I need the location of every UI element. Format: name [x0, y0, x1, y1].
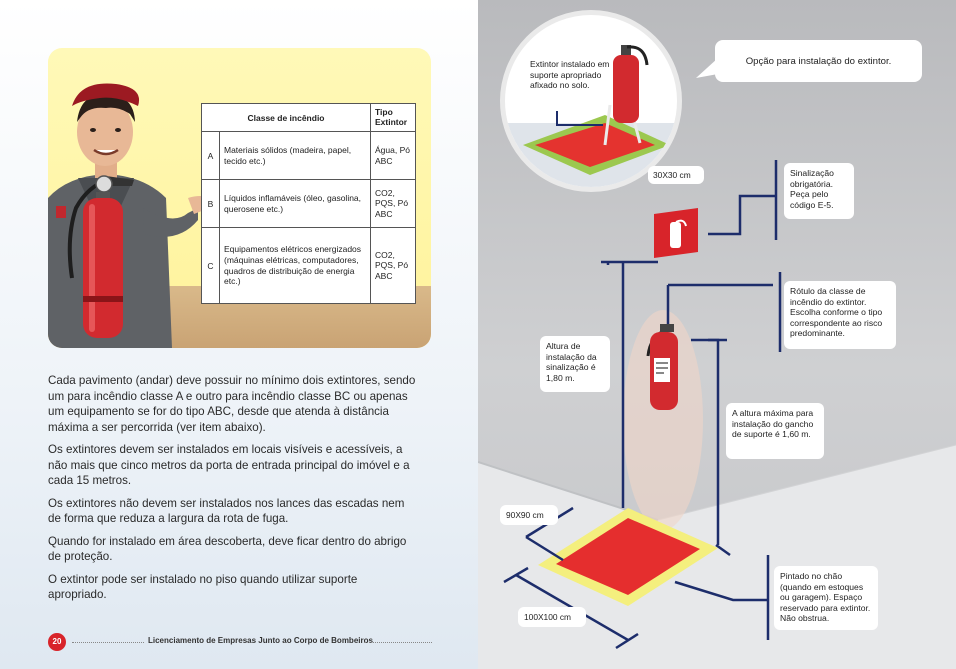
sign-required-note: Sinalização obrigatória. Peça pelo códig…: [784, 163, 854, 219]
header-extinguisher-type: Tipo Extintor: [370, 103, 416, 132]
fire-extinguisher-icon: [67, 175, 134, 338]
paragraph: Quando for instalado em área descoberta,…: [48, 534, 407, 564]
circle-label: Extintor instalado em suporte apropriado…: [530, 59, 610, 90]
floor-stand-illustration: [523, 45, 670, 175]
hook-height-note: A altura máxima para instalação do ganch…: [726, 403, 824, 459]
paragraph: Os extintores não devem ser instalados n…: [48, 496, 405, 526]
right-page: Extintor instalado em suporte apropriado…: [478, 0, 956, 669]
row-extinguisher: CO2, PQS, Pó ABC: [370, 227, 416, 304]
row-letter: A: [201, 131, 220, 180]
wall-extinguisher-icon: [646, 324, 678, 410]
inset-circle: Extintor instalado em suporte apropriado…: [500, 10, 682, 192]
row-letter: B: [201, 179, 220, 228]
page-footer: 20 Licenciamento de Empresas Junto ao Co…: [48, 633, 432, 651]
sign-height-note: Altura de instalação da sinalização é 1,…: [540, 336, 610, 392]
footer-title: Licenciamento de Empresas Junto ao Corpo…: [148, 636, 373, 645]
paragraph: Cada pavimento (andar) deve possuir no m…: [48, 374, 416, 434]
table-row: A Materiais sólidos (madeira, papel, tec…: [201, 131, 416, 180]
install-option-callout: Opção para instalação do extintor.: [715, 40, 922, 82]
table-row: C Equipamentos elétricos energizados (má…: [201, 227, 416, 304]
class-label-note: Rótulo da classe de incêndio do extintor…: [784, 281, 896, 349]
row-description: Líquidos inflamáveis (óleo, gasolina, qu…: [219, 179, 371, 228]
footer-divider: [364, 642, 432, 643]
floor-inner-size-label: 90X90 cm: [500, 505, 558, 525]
table-row: B Líquidos inflamáveis (óleo, gasolina, …: [201, 179, 416, 228]
fire-class-table: Classe de incêndio Tipo Extintor A Mater…: [201, 103, 416, 304]
header-fire-class: Classe de incêndio: [201, 103, 371, 132]
row-description: Materiais sólidos (madeira, papel, tecid…: [219, 131, 371, 180]
page-number: 20: [48, 633, 66, 651]
floor-outer-size-label: 100X100 cm: [518, 607, 586, 627]
table-header-row: Classe de incêndio Tipo Extintor: [201, 103, 416, 132]
paragraph: Os extintores devem ser instalados em lo…: [48, 443, 410, 487]
floor-painting-note: Pintado no chão (quando em estoques ou g…: [774, 566, 878, 630]
row-extinguisher: CO2, PQS, Pó ABC: [370, 179, 416, 228]
row-letter: C: [201, 227, 220, 304]
fire-sign-icon: [654, 208, 698, 258]
illustration-card: Classe de incêndio Tipo Extintor A Mater…: [48, 48, 431, 348]
left-page: Classe de incêndio Tipo Extintor A Mater…: [0, 0, 478, 669]
paragraph: O extintor pode ser instalado no piso qu…: [48, 572, 358, 602]
body-text: Cada pavimento (andar) deve possuir no m…: [48, 373, 418, 610]
row-extinguisher: Água, Pó ABC: [370, 131, 416, 180]
callout-pointer: [696, 58, 718, 78]
sign-size-label: 30X30 cm: [648, 166, 704, 184]
row-description: Equipamentos elétricos energizados (máqu…: [219, 227, 371, 304]
footer-divider: [72, 642, 144, 643]
